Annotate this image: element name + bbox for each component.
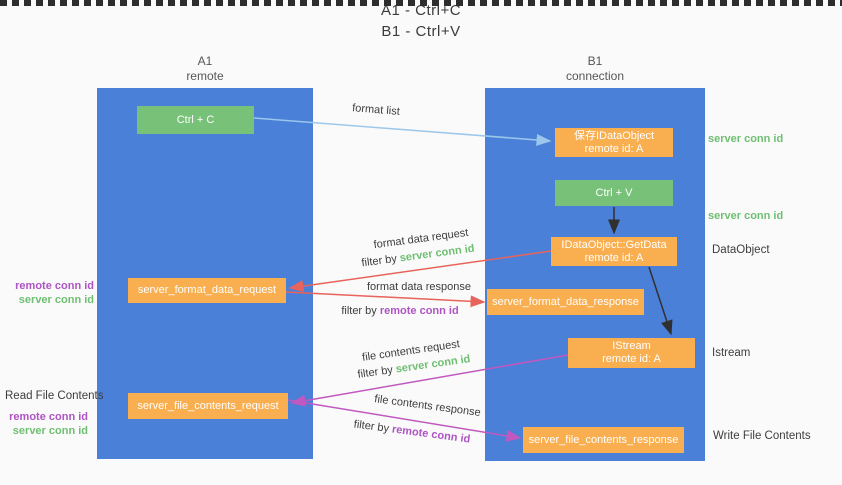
node-server-file-contents-response: server_file_contents_response — [523, 427, 684, 453]
edge-label-format-list: format list — [351, 102, 401, 118]
node-server-format-data-request: server_format_data_request — [128, 278, 286, 303]
side-label-conn-ids-format: remote conn id server conn id — [14, 279, 94, 307]
arrow-format-data-response — [285, 291, 486, 308]
node-ctrl-c-label: Ctrl + C — [176, 113, 215, 126]
filter-by-text: filter by — [353, 418, 390, 435]
node-file-response-label: server_file_contents_response — [528, 433, 679, 446]
node-ctrl-v: Ctrl + V — [555, 180, 673, 206]
node-ctrl-v-label: Ctrl + V — [595, 186, 633, 199]
remote-conn-id-label: remote conn id — [9, 411, 88, 423]
node-save-idataobject-line2: remote id: A — [584, 142, 644, 155]
edge-label-filter-by-remote-conn-id-2: filter by remote conn id — [352, 418, 473, 446]
node-format-request-label: server_format_data_request — [137, 284, 277, 296]
node-ctrl-c: Ctrl + C — [137, 106, 254, 134]
node-save-idataobject-line1: 保存IDataObject — [573, 129, 655, 142]
lifeline-header-b1: B1 connection — [485, 54, 705, 84]
node-istream-line1: IStream — [612, 340, 651, 352]
node-getdata-line1: IDataObject::GetData — [561, 238, 667, 251]
node-file-request-label: server_file_contents_request — [137, 399, 279, 412]
filter-by-text: filter by — [360, 252, 398, 270]
remote-conn-id-text: remote conn id — [379, 305, 459, 317]
remote-conn-id-text: remote conn id — [391, 423, 471, 446]
edge-label-file-contents-response: file contents response — [373, 393, 482, 419]
side-label-server-conn-id-top: server conn id — [708, 133, 784, 145]
node-save-idataobject: 保存IDataObject remote id: A — [555, 128, 673, 157]
side-label-conn-ids-file: remote conn id server conn id — [8, 410, 88, 438]
diagram-title: A1 - Ctrl+C B1 - Ctrl+V — [0, 0, 842, 42]
lifeline-header-a1: A1 remote — [97, 54, 313, 84]
filter-by-text: filter by — [356, 364, 394, 381]
filter-by-text: filter by — [341, 305, 377, 317]
phase-separator-dotted-line — [0, 0, 842, 6]
side-label-read-file-contents: Read File Contents — [5, 390, 104, 402]
lifeline-b1-role: connection — [565, 69, 625, 83]
server-conn-id-label: server conn id — [18, 294, 94, 306]
title-line-2: B1 - Ctrl+V — [381, 23, 461, 40]
node-server-format-data-response: server_format_data_response — [487, 289, 644, 315]
node-istream-line2: remote id: A — [602, 353, 661, 365]
side-label-write-file-contents: Write File Contents — [713, 430, 811, 442]
side-label-istream: Istream — [712, 347, 751, 359]
node-idataobject-getdata: IDataObject::GetData remote id: A — [551, 237, 677, 266]
node-format-response-label: server_format_data_response — [492, 295, 639, 308]
lifeline-b1-name: B1 — [587, 54, 603, 68]
side-label-dataobject: DataObject — [712, 244, 770, 256]
remote-conn-id-label: remote conn id — [15, 280, 94, 292]
node-getdata-line2: remote id: A — [584, 251, 644, 264]
title-line-1: A1 - Ctrl+C — [380, 2, 462, 19]
node-istream: IStream remote id: A — [568, 338, 695, 368]
edge-label-format-data-response: format data response — [367, 281, 471, 293]
lifeline-a1-name: A1 — [197, 54, 213, 68]
side-label-server-conn-id-mid: server conn id — [708, 210, 784, 222]
lifeline-a1-role: remote — [186, 69, 224, 83]
server-conn-id-label: server conn id — [12, 425, 88, 437]
edge-label-filter-by-remote-conn-id-1: filter by remote conn id — [340, 305, 460, 317]
node-server-file-contents-request: server_file_contents_request — [128, 393, 288, 419]
